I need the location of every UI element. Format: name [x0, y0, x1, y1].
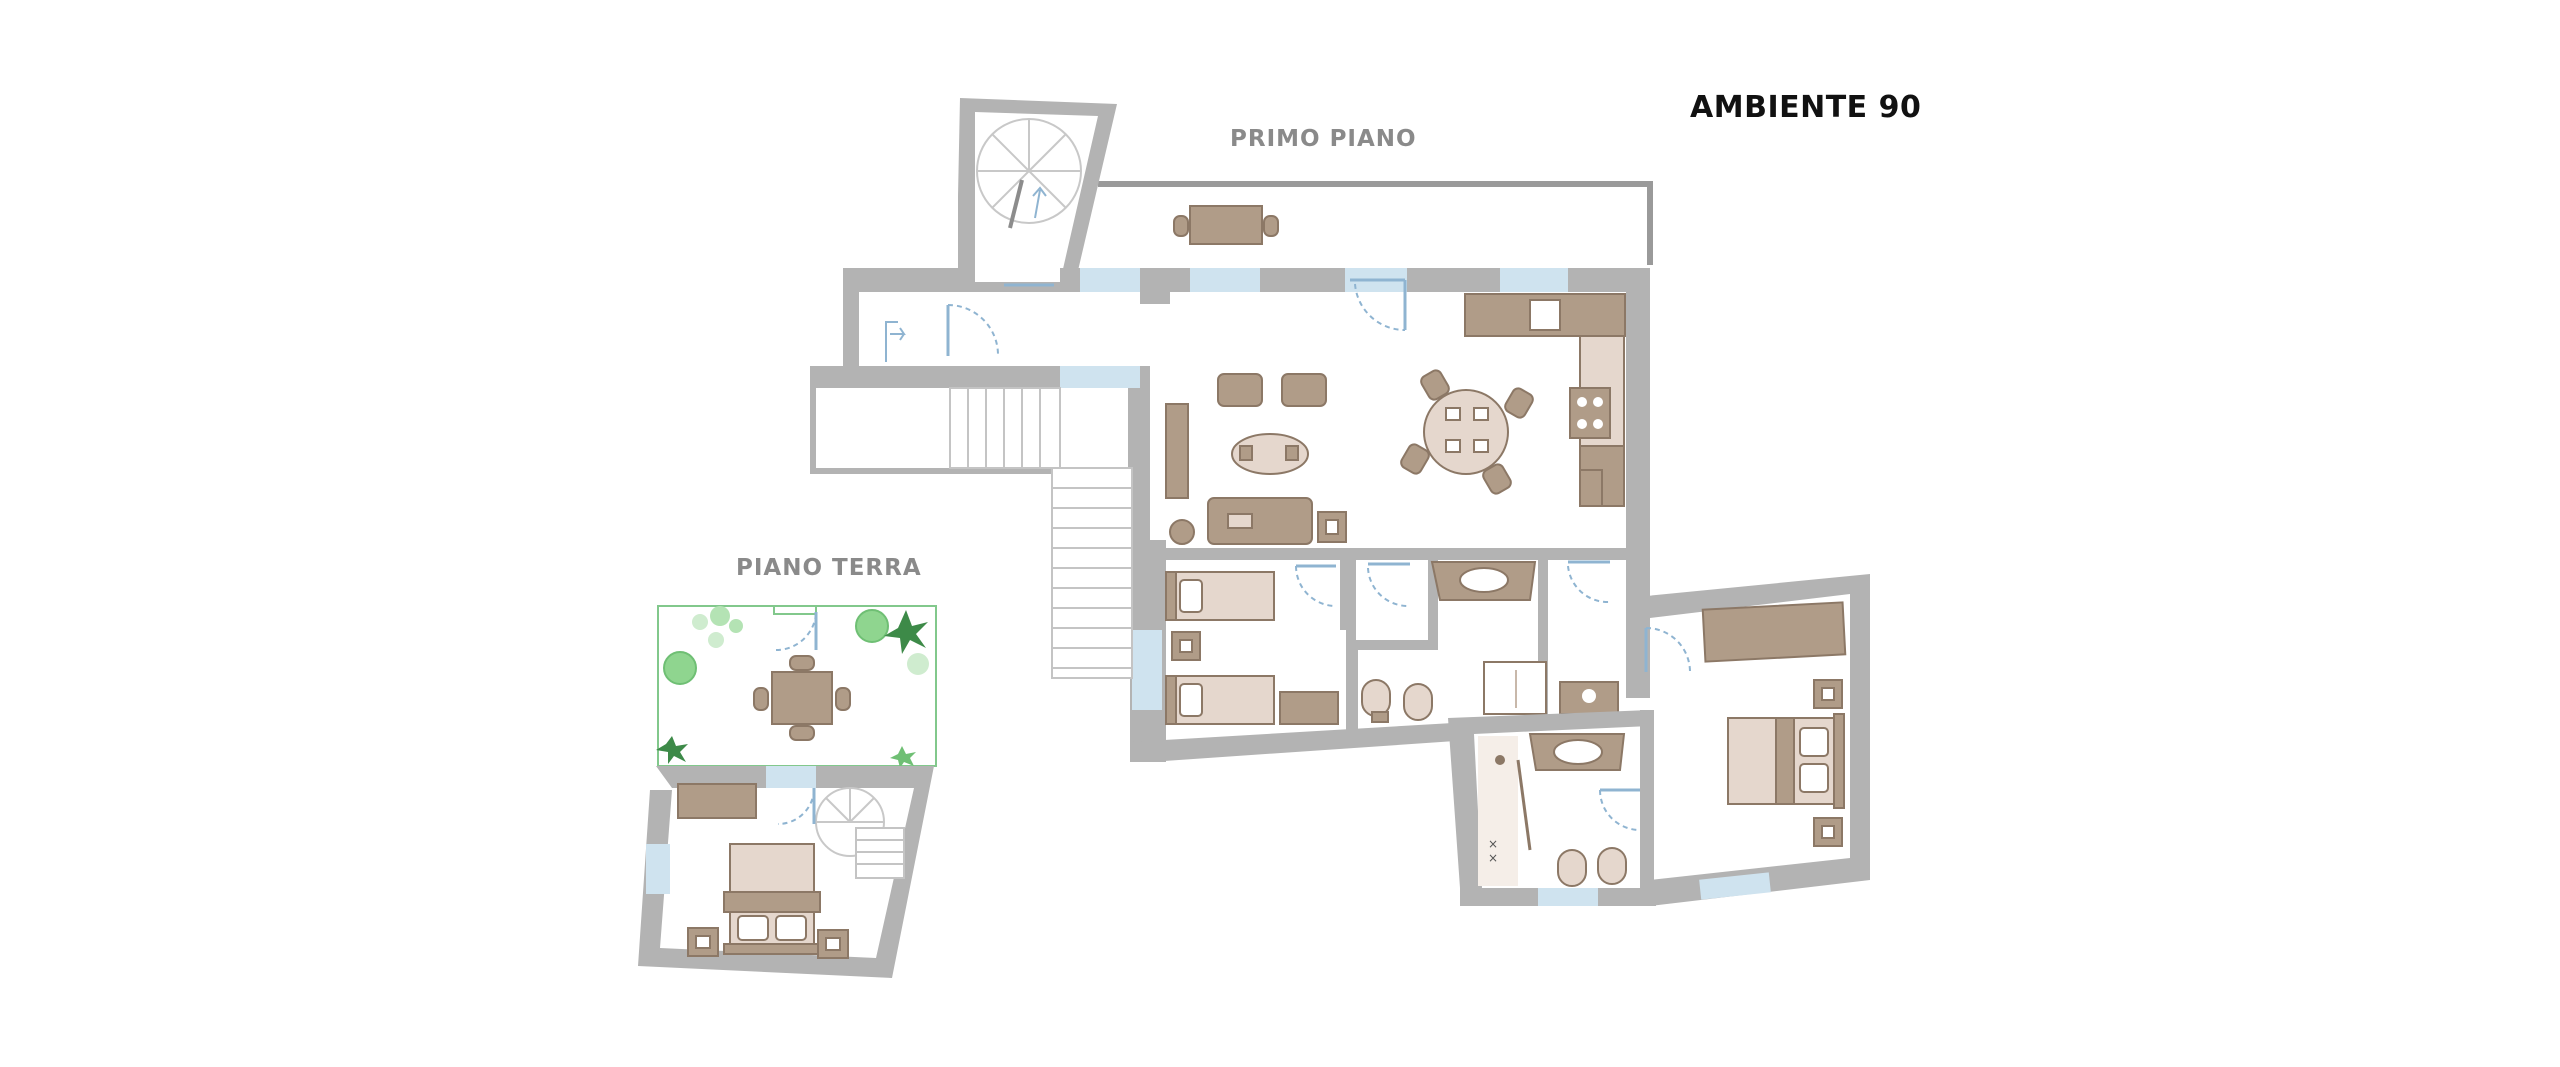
- sofa-icon: [1207, 497, 1313, 545]
- shrub-icon: [663, 651, 697, 685]
- arrow-up-icon: [1032, 186, 1047, 219]
- patio-table: [771, 671, 833, 725]
- armchair-icon: [1281, 373, 1327, 407]
- bathroom-1: [1346, 560, 1619, 730]
- main-staircase: [949, 387, 1133, 679]
- dining-table: [1400, 369, 1534, 495]
- bidet-icon: [1403, 683, 1433, 721]
- armchair-icon: [1217, 373, 1263, 407]
- kitchen: [1464, 293, 1626, 507]
- twin-bedroom: [1165, 560, 1350, 725]
- master-bedroom: [1626, 574, 1870, 906]
- coffee-table: [1231, 433, 1309, 475]
- first-floor-label: PRIMO PIANO: [1230, 126, 1417, 152]
- terrace-dining-table: [1173, 205, 1279, 245]
- ground-bedroom: [638, 766, 934, 978]
- entry-door: [880, 278, 1407, 366]
- svg-text:×: ×: [1488, 837, 1498, 851]
- page-title: AMBIENTE 90: [1690, 90, 1922, 125]
- living-room: [1165, 373, 1347, 545]
- bathroom-2: × ×: [1448, 710, 1656, 906]
- palm-icon: [884, 610, 928, 654]
- toilet-icon: [1361, 679, 1391, 717]
- garden-patio: [656, 605, 937, 768]
- ground-floor: [638, 605, 937, 978]
- sink-icon: [1459, 567, 1509, 593]
- ground-floor-label: PIANO TERRA: [736, 555, 922, 581]
- closet: [1346, 560, 1438, 650]
- svg-text:×: ×: [1488, 851, 1498, 865]
- stair-tower: [958, 98, 1117, 292]
- first-floor: × ×: [810, 98, 1870, 906]
- upper-terrace: [1098, 181, 1653, 265]
